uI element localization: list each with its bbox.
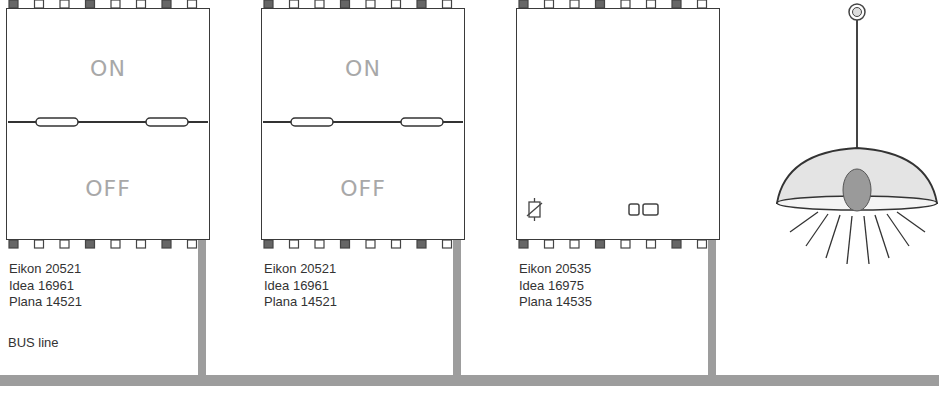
terminal	[137, 240, 146, 248]
rocker-divider	[8, 118, 208, 126]
terminal	[621, 240, 630, 248]
terminal	[137, 0, 146, 8]
terminal	[443, 0, 452, 8]
terminal	[60, 0, 69, 8]
terminal	[621, 0, 630, 8]
terminal	[366, 240, 375, 248]
terminal	[698, 0, 707, 8]
terminal	[417, 240, 426, 248]
terminal	[290, 240, 299, 248]
terminal	[596, 0, 605, 8]
terminal	[519, 0, 528, 8]
terminal	[672, 0, 681, 8]
switch-label: ON	[7, 56, 209, 81]
terminal	[111, 0, 120, 8]
terminal	[35, 240, 44, 248]
device-module: ONOFFEikon 20521 Idea 16961 Plana 14521	[261, 8, 465, 240]
terminal	[698, 240, 707, 248]
terminal	[392, 240, 401, 248]
bus-drop	[708, 240, 716, 376]
led-buttons	[629, 204, 658, 215]
bus-drop	[453, 240, 461, 376]
device-module: ONOFFEikon 20521 Idea 16961 Plana 14521	[6, 8, 210, 240]
terminal	[290, 0, 299, 8]
switch-label: OFF	[7, 176, 209, 201]
device-module: Eikon 20535 Idea 16975 Plana 14535	[516, 8, 720, 240]
terminal	[60, 240, 69, 248]
terminal	[647, 0, 656, 8]
terminal	[9, 240, 18, 248]
terminal	[545, 0, 554, 8]
bus-label: BUS line	[8, 335, 59, 350]
terminal	[264, 0, 273, 8]
article-codes: Eikon 20535 Idea 16975 Plana 14535	[519, 261, 609, 311]
terminal	[9, 0, 18, 8]
terminal	[315, 0, 324, 8]
terminal	[647, 240, 656, 248]
terminal	[188, 240, 197, 248]
terminal	[188, 0, 197, 8]
terminal	[264, 240, 273, 248]
terminal	[86, 240, 95, 248]
pendant-lamp	[777, 4, 937, 264]
terminal	[417, 0, 426, 8]
terminal	[162, 0, 171, 8]
terminal	[570, 0, 579, 8]
terminal	[341, 0, 350, 8]
terminal	[111, 240, 120, 248]
bus-drop	[198, 240, 206, 376]
terminal	[545, 240, 554, 248]
terminal	[366, 0, 375, 8]
terminal	[35, 0, 44, 8]
terminal	[162, 240, 171, 248]
bus-line: BUS line	[0, 375, 939, 386]
terminal	[443, 240, 452, 248]
terminal	[341, 240, 350, 248]
switch-label: OFF	[262, 176, 464, 201]
terminal	[519, 240, 528, 248]
terminal-rows	[9, 0, 707, 248]
terminal	[596, 240, 605, 248]
relay-symbol	[527, 198, 542, 221]
terminal	[570, 240, 579, 248]
terminal	[392, 0, 401, 8]
article-codes: Eikon 20521 Idea 16961 Plana 14521	[9, 261, 99, 311]
rocker-divider	[263, 118, 463, 126]
switch-label: ON	[262, 56, 464, 81]
terminal	[315, 240, 324, 248]
article-codes: Eikon 20521 Idea 16961 Plana 14521	[264, 261, 354, 311]
terminal	[672, 240, 681, 248]
terminal	[86, 0, 95, 8]
